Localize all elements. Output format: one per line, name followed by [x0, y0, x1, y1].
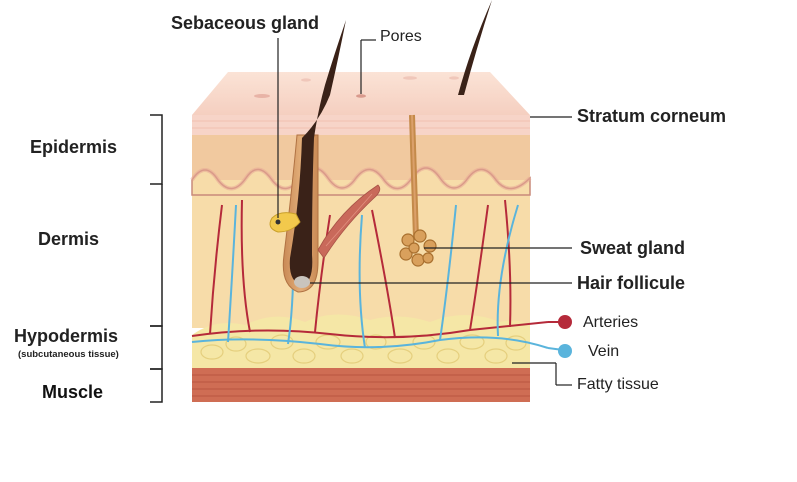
- hair-shaft: [289, 20, 346, 285]
- pore: [356, 94, 366, 98]
- sweat-gland-label: Sweat gland: [580, 238, 686, 258]
- hypodermis-subtitle: (subcutaneous tissue): [18, 349, 119, 360]
- artery-marker: [558, 315, 572, 329]
- pore: [254, 94, 270, 98]
- stratum-corneum-band: [192, 115, 530, 135]
- pore: [301, 78, 311, 82]
- pores-label: Pores: [380, 28, 422, 45]
- layer-brackets: [150, 114, 163, 403]
- surface-hair: [458, 0, 492, 95]
- muscle-label: Muscle: [42, 382, 104, 402]
- vein-marker: [558, 344, 572, 358]
- sweat-gland-coil: [399, 229, 437, 267]
- hypodermis-label: Hypodermis: [14, 326, 119, 346]
- sebaceous-gland-label: Sebaceous gland: [171, 13, 320, 33]
- pore: [449, 76, 459, 80]
- leader-lines: [277, 38, 572, 386]
- pore: [403, 76, 417, 80]
- hair-follicule-label: Hair follicule: [577, 273, 686, 293]
- fatty-tissue-label: Fatty tissue: [577, 376, 659, 393]
- hypodermis-layer: [192, 314, 530, 368]
- dermis-label: Dermis: [38, 229, 100, 249]
- stratum-corneum-label: Stratum corneum: [577, 106, 727, 126]
- vein-label: Vein: [588, 343, 620, 360]
- arteries-vessels: [191, 199, 549, 339]
- epidermis-label: Epidermis: [30, 137, 118, 157]
- arteries-label: Arteries: [583, 314, 639, 331]
- muscle-layer: [192, 368, 530, 402]
